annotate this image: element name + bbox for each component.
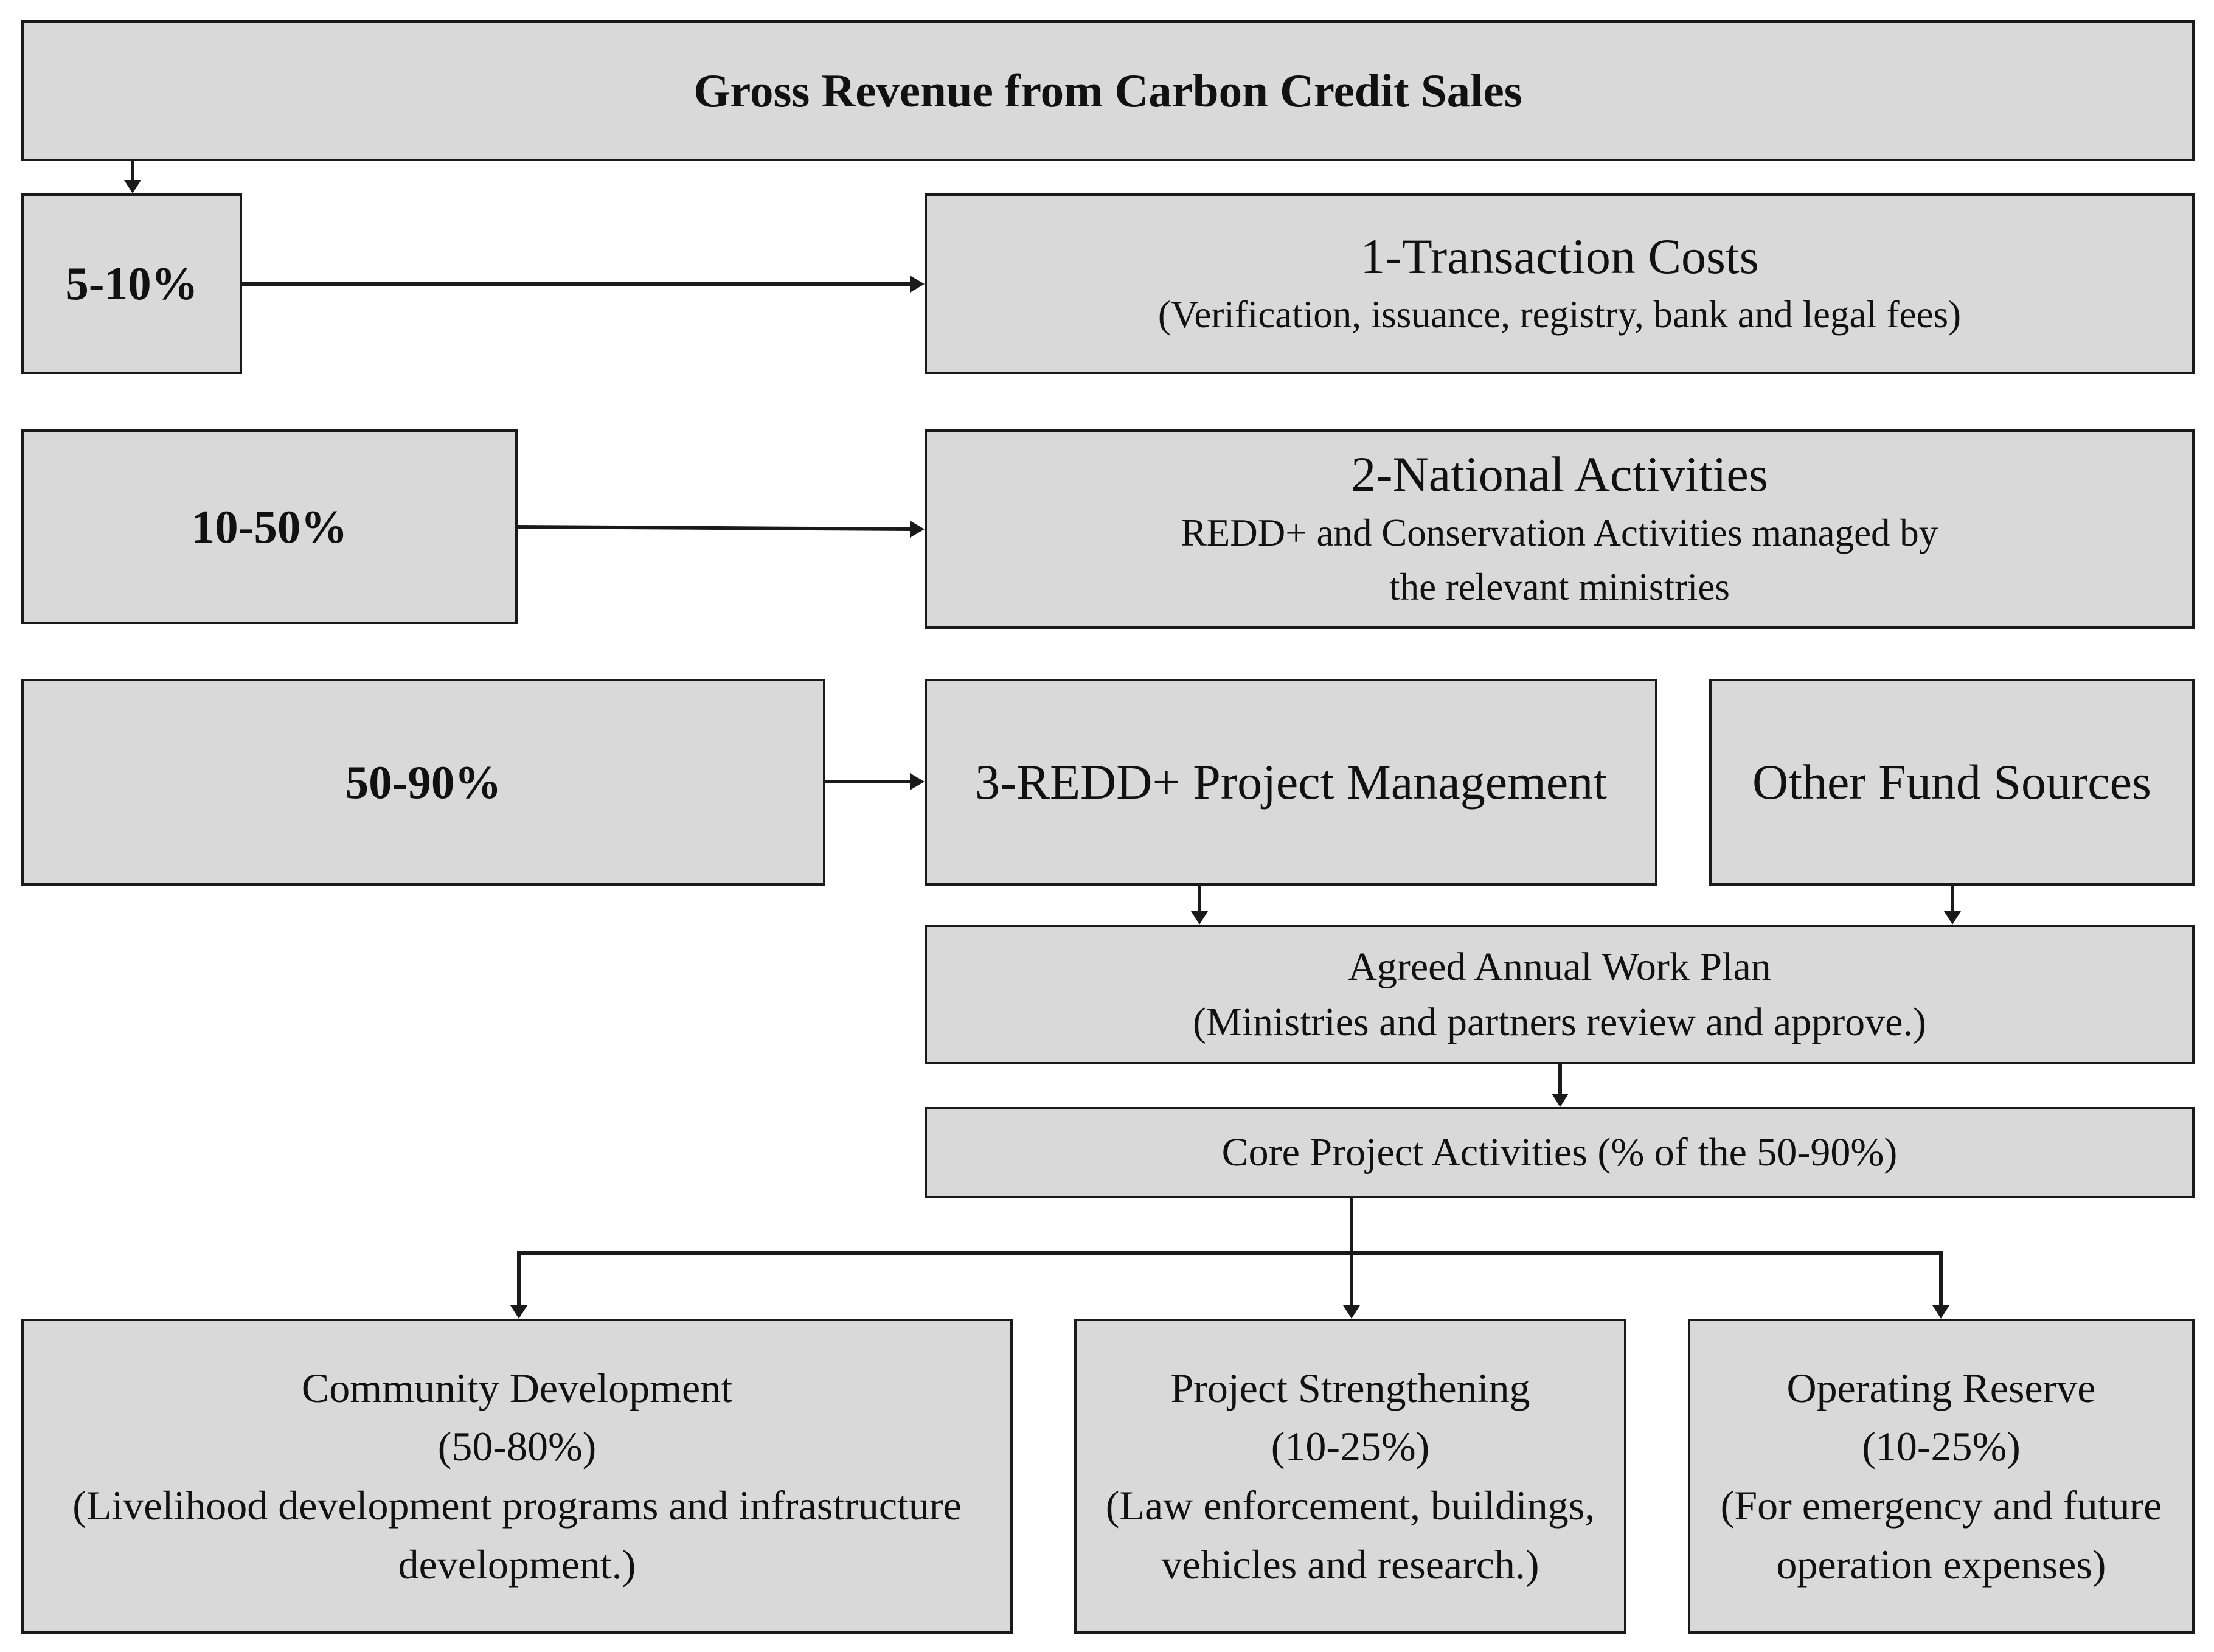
arrowhead-project-strengthening <box>1343 1305 1360 1319</box>
community-development-share: (50-80%) <box>437 1423 597 1470</box>
operating-reserve-detail-line1: (For emergency and future <box>1720 1482 2162 1529</box>
operating-reserve-detail-line2: operation expenses) <box>1776 1541 2106 1588</box>
arrowhead-operating-reserve <box>1932 1305 1949 1319</box>
project-strengthening-detail-line1: (Law enforcement, buildings, <box>1105 1482 1595 1529</box>
transaction-costs-detail: (Verification, issuance, registry, bank … <box>1157 293 1962 336</box>
community-development-detail-line1: (Livelihood development programs and inf… <box>72 1482 962 1529</box>
national-activities-detail-line1: REDD+ and Conservation Activities manage… <box>1181 511 1938 554</box>
national-activities-detail-line2: the relevant ministries <box>1389 566 1730 609</box>
operating-reserve-box: Operating Reserve (10-25%) (For emergenc… <box>1688 1319 2195 1634</box>
arrowhead-core-activities <box>1552 1094 1569 1107</box>
arrowhead-transaction-share <box>124 180 141 193</box>
other-fund-sources-box: Other Fund Sources <box>1709 679 2195 886</box>
arrow-national-share-to-activities <box>517 525 912 531</box>
arrowhead-project-management <box>910 773 925 790</box>
operating-reserve-share: (10-25%) <box>1862 1423 2021 1470</box>
transaction-costs-box: 1-Transaction Costs (Verification, issua… <box>925 193 2195 374</box>
core-activities-title: Core Project Activities (% of the 50-90%… <box>1221 1130 1898 1175</box>
project-strengthening-detail-line2: vehicles and research.) <box>1161 1541 1539 1588</box>
core-activities-box: Core Project Activities (% of the 50-90%… <box>925 1107 2195 1198</box>
community-development-title: Community Development <box>301 1364 733 1411</box>
transaction-costs-title: 1-Transaction Costs <box>1360 228 1759 284</box>
work-plan-title: Agreed Annual Work Plan <box>1348 944 1771 989</box>
project-management-title: 3-REDD+ Project Management <box>974 754 1608 810</box>
arrowhead-national-activities <box>910 521 925 538</box>
share-box-national: 10-50% <box>21 429 518 624</box>
share-box-transaction: 5-10% <box>21 193 242 374</box>
arrowhead-transaction-costs <box>910 276 925 293</box>
arrowhead-work-plan-left <box>1191 911 1208 925</box>
project-strengthening-box: Project Strengthening (10-25%) (Law enfo… <box>1074 1319 1626 1634</box>
national-activities-title: 2-National Activities <box>1351 446 1768 502</box>
community-development-detail-line2: development.) <box>398 1541 636 1588</box>
work-plan-box: Agreed Annual Work Plan (Ministries and … <box>925 925 2195 1064</box>
share-label-national: 10-50% <box>191 500 348 553</box>
project-strengthening-share: (10-25%) <box>1271 1423 1430 1470</box>
gross-revenue-box: Gross Revenue from Carbon Credit Sales <box>21 20 2195 161</box>
share-box-project: 50-90% <box>21 679 825 886</box>
work-plan-detail: (Ministries and partners review and appr… <box>1193 1000 1926 1044</box>
project-management-box: 3-REDD+ Project Management <box>925 679 1657 886</box>
project-strengthening-title: Project Strengthening <box>1170 1364 1530 1411</box>
other-fund-sources-title: Other Fund Sources <box>1752 754 2151 810</box>
national-activities-box: 2-National Activities REDD+ and Conserva… <box>925 429 2195 629</box>
share-label-transaction: 5-10% <box>65 257 198 310</box>
arrowhead-work-plan-right <box>1944 911 1961 925</box>
operating-reserve-title: Operating Reserve <box>1786 1364 2096 1411</box>
community-development-box: Community Development (50-80%) (Liveliho… <box>21 1319 1013 1634</box>
arrowhead-community-development <box>510 1305 527 1319</box>
share-label-project: 50-90% <box>345 755 502 808</box>
gross-revenue-title: Gross Revenue from Carbon Credit Sales <box>693 64 1522 117</box>
